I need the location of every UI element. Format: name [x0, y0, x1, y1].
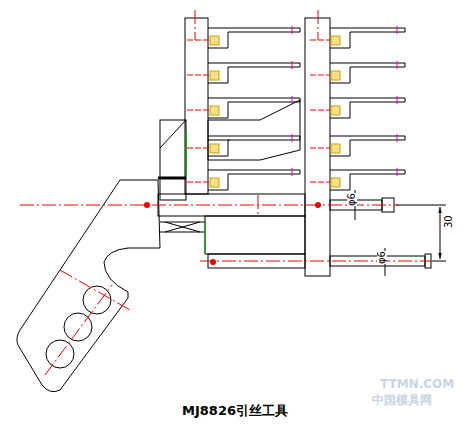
center-mark: [310, 148, 330, 149]
wire-guide: [210, 71, 219, 80]
center-mark: [310, 182, 330, 183]
center-mark: [310, 110, 330, 111]
tick-mark: [397, 61, 398, 69]
tick-mark: [292, 134, 293, 142]
watermark: 中国模具网: [372, 394, 432, 406]
grip-hole: [46, 340, 74, 368]
wire-guide: [210, 178, 219, 187]
center-mark: [187, 75, 209, 76]
wire-guide: [331, 106, 340, 115]
tick-mark: [292, 61, 293, 69]
comb-tooth: [208, 170, 300, 190]
tick-mark: [292, 168, 293, 176]
middle-block: [208, 100, 300, 160]
comb-tooth: [330, 28, 405, 48]
wire-guide: [331, 36, 340, 45]
tick-mark: [397, 96, 398, 104]
wire-guide: [331, 144, 340, 153]
dimension: 30: [444, 215, 454, 228]
tick-mark: [397, 26, 398, 34]
comb-tooth: [208, 28, 300, 48]
comb-tooth: [330, 98, 405, 118]
caption: MJ8826引丝工具: [182, 402, 288, 420]
tick-mark: [292, 96, 293, 104]
wire-guide: [331, 71, 340, 80]
center-mark: [310, 40, 330, 41]
wire-guide: [210, 106, 219, 115]
center-line: [20, 10, 432, 375]
tick-mark: [397, 168, 398, 176]
left-bracket: [160, 120, 186, 200]
left-column: [185, 18, 208, 194]
center-mark: [310, 75, 330, 76]
wire-guide: [210, 36, 219, 45]
wire-guide: [331, 178, 340, 187]
dimension: φ6: [377, 251, 387, 264]
handle-outline: [17, 180, 160, 392]
dimension: φ6: [347, 193, 357, 206]
wire-guide: [210, 144, 219, 153]
comb-tooth: [208, 98, 300, 118]
center-mark: [187, 40, 209, 41]
comb-tooth: [330, 63, 405, 83]
grip-hole: [83, 286, 111, 314]
comb-tooth: [208, 63, 300, 83]
right-column: [305, 18, 330, 276]
center-mark: [187, 148, 209, 149]
tick-mark: [292, 26, 293, 34]
tick-mark: [397, 134, 398, 142]
watermark: TTMN.COM: [380, 378, 454, 390]
center-mark: [187, 182, 209, 183]
comb-tooth: [330, 170, 405, 190]
comb-tooth: [330, 136, 405, 156]
center-mark: [187, 110, 209, 111]
comb-tooth: [208, 136, 300, 156]
